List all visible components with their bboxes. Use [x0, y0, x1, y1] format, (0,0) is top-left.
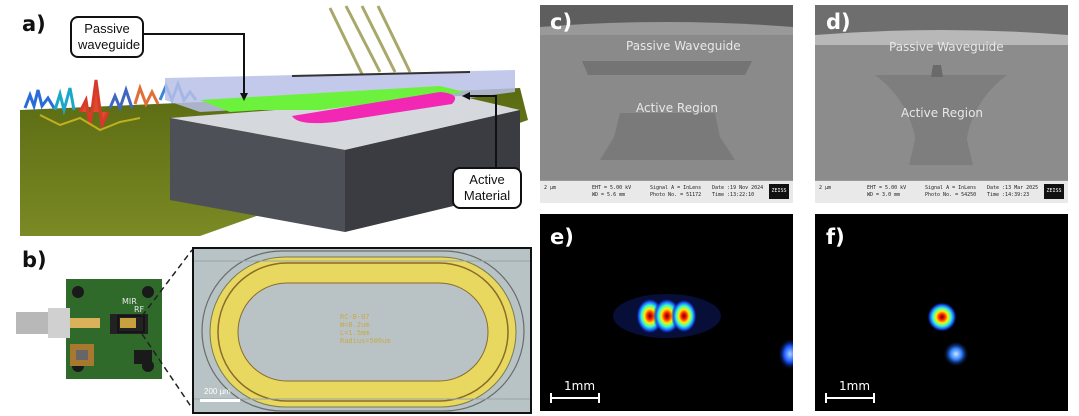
- ring-laser-micrograph: RC-B-07 W=8.2um L=1.5mm Radius=500um 200…: [192, 247, 532, 414]
- sem-c-active-label: Active Region: [636, 101, 719, 115]
- sem-c-databar: 2 µm EHT = 5.00 kV WD = 5.6 mm Signal A …: [540, 180, 793, 203]
- beam-f-scale-text: 1mm: [839, 379, 871, 393]
- beam-e-scale-bar: [550, 393, 600, 403]
- panel-label-b: b): [22, 248, 47, 272]
- pcb-photo: MIR RF: [16, 279, 162, 379]
- sem-d-active-label: Active Region: [901, 106, 984, 120]
- zoom-guide-lines: [141, 249, 193, 409]
- mode-lobe-3: [671, 299, 697, 333]
- beam-profile-f: 1mm: [815, 214, 1068, 411]
- passive-waveguide-ridge: [582, 61, 752, 75]
- panel-label-f: f): [826, 225, 845, 249]
- panel-label-a: a): [22, 12, 46, 36]
- chip-front-face: [170, 118, 345, 232]
- electrical-probes: [328, 5, 412, 75]
- panel-label-d: d): [826, 10, 851, 34]
- chip-side-face: [345, 110, 520, 232]
- panel-label-e: e): [550, 225, 574, 249]
- active-callout-leader: [468, 95, 497, 170]
- active-region-mesa: [909, 121, 973, 165]
- panel-b: b) MIR RF RC-B-07 W=8.2um L=: [0, 238, 534, 416]
- active-region-mesa: [600, 113, 735, 160]
- active-material: [292, 92, 456, 124]
- zeiss-logo: ZEISS: [1044, 184, 1064, 199]
- chip-top-face: [170, 96, 520, 150]
- micrograph-scale-bar: [200, 399, 240, 402]
- sem-c-passive-label: Passive Waveguide: [626, 39, 741, 53]
- device-3d-illustration: [20, 5, 528, 236]
- emission-spectrum-graphic: [23, 79, 198, 132]
- secondary-spot: [943, 341, 969, 367]
- pcb-text-rf: RF: [134, 305, 145, 314]
- fundamental-mode-spot: [927, 302, 957, 332]
- callout-active-material: Active Material: [452, 167, 522, 209]
- passive-waveguide-ridge: [931, 65, 943, 77]
- sem-d-passive-label: Passive Waveguide: [889, 40, 1004, 54]
- panel-label-c: c): [550, 10, 573, 34]
- beam-profile-e: 1mm: [540, 214, 793, 411]
- chip-label-text: RC-B-07 W=8.2um L=1.5mm Radius=500um: [340, 313, 391, 345]
- sem-image-c: Passive Waveguide Active Region 2 µm EHT…: [540, 5, 793, 203]
- zeiss-logo: ZEISS: [769, 184, 789, 199]
- panel-a: a) Passive waveguide Active Material: [0, 0, 530, 236]
- micrograph-scale-text: 200 µm: [204, 387, 231, 396]
- sem-image-d: Passive Waveguide Active Region 2 µm EHT…: [815, 5, 1068, 203]
- sem-d-databar: 2 µm EHT = 5.00 kV WD = 3.0 mm Signal A …: [815, 180, 1068, 203]
- passive-callout-leader: [138, 33, 245, 95]
- beam-e-scale-text: 1mm: [564, 379, 596, 393]
- pcb-text-mir: MIR: [122, 297, 137, 306]
- beam-f-scale-bar: [825, 393, 875, 403]
- passive-waveguide: [200, 86, 465, 112]
- callout-passive-waveguide: Passive waveguide: [70, 16, 144, 58]
